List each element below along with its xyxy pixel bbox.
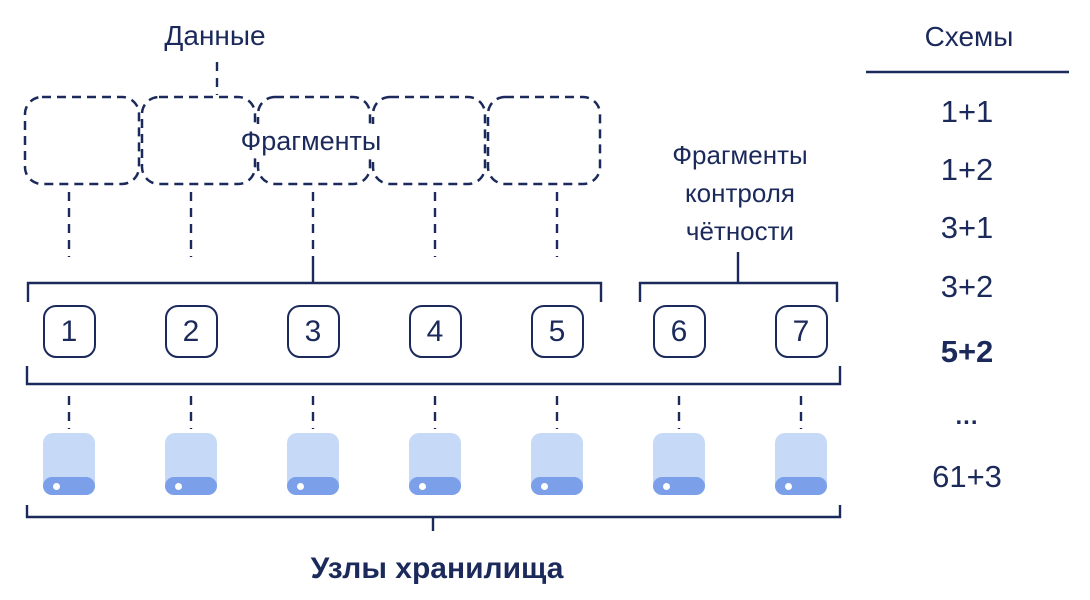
drive-led — [297, 482, 304, 490]
data-label: Данные — [164, 20, 266, 51]
parity-fragments-bracket — [638, 281, 839, 302]
scheme-item-ellipsis: ... — [955, 403, 979, 430]
storage-drive-icon — [287, 433, 339, 495]
drive-led — [419, 482, 426, 490]
node-number: 1 — [60, 314, 78, 348]
fragment-box-5 — [486, 95, 602, 186]
parity-fragments-label: Фрагменты контроля чётности — [672, 136, 807, 250]
node-box-5: 5 — [530, 305, 584, 358]
node-box-7: 7 — [774, 305, 828, 358]
node-number: 7 — [792, 314, 810, 348]
node-number: 3 — [304, 314, 322, 348]
drive-bar — [287, 477, 339, 495]
drive-bar — [653, 477, 705, 495]
scheme-item-61-3: 61+3 — [932, 459, 1002, 494]
fragment-box-2 — [140, 95, 257, 186]
fragments-label: Фрагменты — [230, 124, 392, 158]
nodes-bracket — [25, 366, 842, 386]
drive-bar — [43, 477, 95, 495]
drive-led — [785, 482, 792, 490]
scheme-item-3-1: 3+1 — [940, 210, 994, 245]
storage-drive-icon — [775, 433, 827, 495]
data-fragments-bracket — [26, 281, 603, 302]
drive-led — [541, 482, 548, 490]
scheme-item-1-2: 1+2 — [940, 152, 994, 187]
storage-drive-icon — [653, 433, 705, 495]
node-box-4: 4 — [408, 305, 462, 358]
scheme-item-1-1: 1+1 — [940, 94, 994, 129]
node-number: 6 — [670, 314, 688, 348]
node-box-3: 3 — [286, 305, 340, 358]
parity-label-line-3: чётности — [685, 216, 795, 246]
storage-nodes-label: Узлы хранилища — [310, 552, 564, 585]
parity-label-line-1: Фрагменты — [672, 140, 808, 170]
storage-drive-icon — [43, 433, 95, 495]
parity-label-line-2: контроля — [685, 178, 795, 208]
storage-nodes-bracket — [25, 505, 842, 519]
drive-bar — [165, 477, 217, 495]
node-box-1: 1 — [42, 305, 96, 358]
node-box-2: 2 — [164, 305, 218, 358]
scheme-item-5-2: 5+2 — [940, 334, 994, 369]
scheme-item-3-2: 3+2 — [940, 269, 994, 304]
drive-bar — [531, 477, 583, 495]
drive-led — [175, 482, 182, 490]
drive-led — [53, 482, 60, 490]
drive-led — [663, 482, 670, 490]
node-number: 5 — [548, 314, 566, 348]
fragment-box-1 — [23, 95, 141, 186]
node-number: 2 — [182, 314, 200, 348]
drive-bar — [775, 477, 827, 495]
storage-drive-icon — [531, 433, 583, 495]
node-box-6: 6 — [652, 305, 706, 358]
drive-bar — [409, 477, 461, 495]
storage-drive-icon — [165, 433, 217, 495]
storage-drive-icon — [409, 433, 461, 495]
node-number: 4 — [426, 314, 444, 348]
schemes-title: Схемы — [924, 21, 1014, 52]
